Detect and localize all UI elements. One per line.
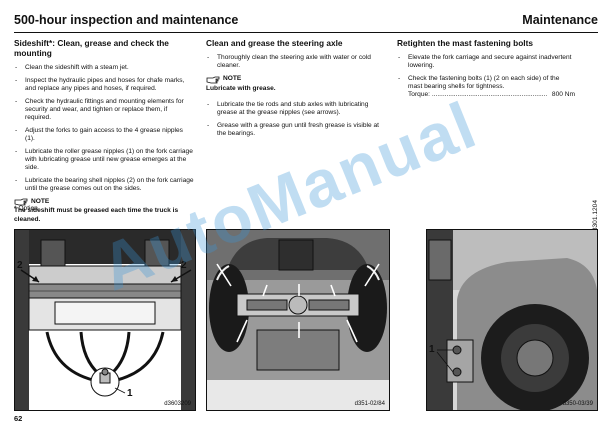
callout-2-left: 2 bbox=[17, 260, 23, 271]
torque-spec: Torque: ................................… bbox=[408, 91, 575, 99]
page-title: 500-hour inspection and maintenance bbox=[14, 13, 239, 27]
callout-1: 1 bbox=[429, 344, 435, 355]
list-item: Inspect the hydraulic pipes and hoses fo… bbox=[14, 77, 194, 93]
note-text: The sideshift must be greased each time … bbox=[14, 207, 179, 223]
figure-mast-bearing: 1 d350-03/39 bbox=[426, 229, 598, 411]
list-item: Adjust the forks to gain access to the 4… bbox=[14, 127, 194, 143]
footnote: * Option bbox=[14, 205, 38, 212]
torque-label: Torque: bbox=[408, 91, 432, 99]
sideshift-heading: Sideshift*: Clean, grease and check the … bbox=[14, 38, 169, 58]
list-item: Lubricate the tie rods and stub axles wi… bbox=[206, 101, 384, 117]
steering-axle-illustration bbox=[207, 230, 389, 410]
list-item: Thoroughly clean the steering axle with … bbox=[206, 54, 384, 70]
page-header: 500-hour inspection and maintenance Main… bbox=[14, 12, 598, 33]
mast-bearing-illustration bbox=[427, 230, 597, 410]
pointing-hand-icon bbox=[206, 76, 220, 83]
note-block: NOTE The sideshift must be greased each … bbox=[14, 198, 194, 224]
list-item: Grease with a grease gun until fresh gre… bbox=[206, 122, 384, 138]
list-item: Lubricate the roller grease nipples (1) … bbox=[14, 148, 194, 173]
column-mast-bolts: Retighten the mast fastening bolts Eleva… bbox=[397, 38, 575, 104]
list-item: Clean the sideshift with a steam jet. bbox=[14, 64, 194, 72]
sideshift-illustration bbox=[15, 230, 195, 410]
pointing-hand-icon bbox=[14, 198, 28, 206]
sideshift-steps: Clean the sideshift with a steam jet. In… bbox=[14, 64, 194, 193]
figure-sideshift: 2 2 1 d3603209 bbox=[14, 229, 196, 411]
list-item: Check the hydraulic fittings and mountin… bbox=[14, 98, 194, 123]
list-item: Elevate the fork carriage and secure aga… bbox=[397, 54, 575, 70]
torque-value: 800 Nm bbox=[551, 91, 575, 99]
list-item: Check the fastening bolts (1) (2 on each… bbox=[397, 75, 575, 100]
column-sideshift: Sideshift*: Clean, grease and check the … bbox=[14, 38, 194, 224]
note-label: NOTE bbox=[31, 198, 50, 206]
list-item: Lubricate the bearing shell nipples (2) … bbox=[14, 177, 194, 193]
figure-code: d350-03/39 bbox=[562, 401, 593, 407]
mast-bolts-heading: Retighten the mast fastening bolts bbox=[397, 38, 533, 48]
section-title: Maintenance bbox=[522, 13, 598, 27]
steering-axle-heading: Clean and grease the steering axle bbox=[206, 38, 343, 48]
column-steering-axle: Clean and grease the steering axle Thoro… bbox=[206, 38, 384, 143]
torque-dots: ........................................… bbox=[431, 91, 548, 99]
figure-steering-axle: d351-02/84 bbox=[206, 229, 390, 411]
note-text: Lubricate with grease. bbox=[206, 84, 276, 92]
figure-code: d351-02/84 bbox=[354, 401, 385, 407]
note-block: NOTE Lubricate with grease. bbox=[206, 75, 384, 92]
callout-1: 1 bbox=[127, 388, 133, 399]
note-label: NOTE bbox=[223, 75, 242, 83]
page-number: 62 bbox=[14, 414, 23, 423]
callout-2-right: 2 bbox=[181, 260, 187, 271]
figure-code: d3603209 bbox=[164, 401, 191, 407]
